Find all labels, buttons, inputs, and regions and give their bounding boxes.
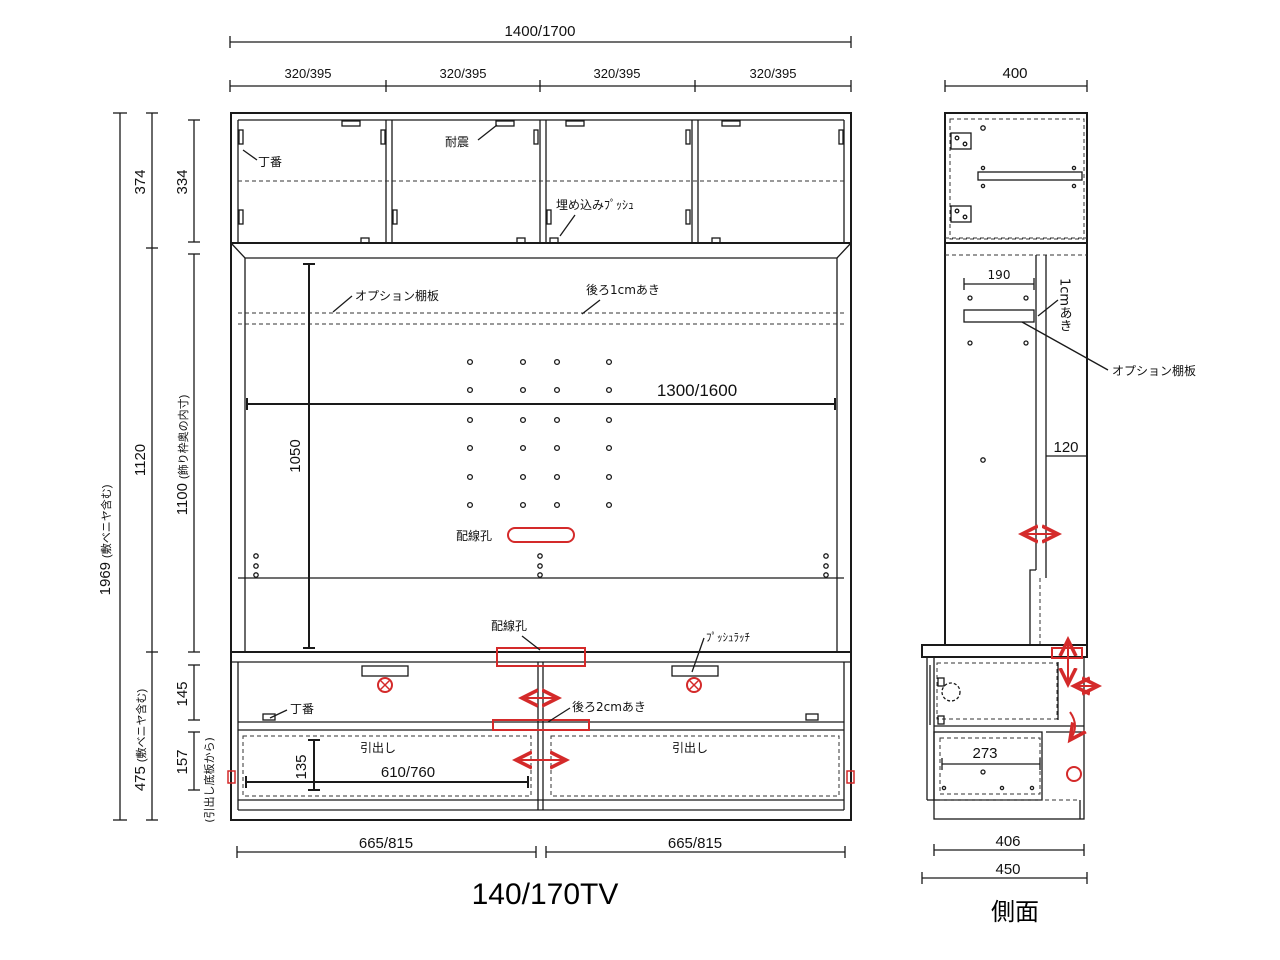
front-title: 140/170TV bbox=[472, 878, 619, 911]
hinge-label: 丁番 bbox=[258, 155, 282, 169]
side-offset-label: 120 bbox=[1053, 439, 1078, 456]
drawer-height: 157 bbox=[174, 749, 191, 774]
tv-opening-label: 1050 bbox=[287, 439, 304, 472]
side-depth-bottom: 450 bbox=[995, 861, 1020, 878]
drawer-label-2: 引出し bbox=[672, 741, 708, 755]
front-labels: 丁番 耐震 埋め込みﾌﾟｯｼｭ オプション棚板 後ろ1cmあき 配線孔 配線孔 … bbox=[242, 124, 750, 755]
inner-width-label: 1300/1600 bbox=[657, 381, 737, 400]
door-width-1: 320/395 bbox=[285, 66, 332, 81]
cable-hole-icon bbox=[507, 527, 575, 543]
cable-hole-rect-icon bbox=[496, 647, 586, 667]
cable-slot-icon bbox=[492, 719, 590, 731]
hinge-label-2: 丁番 bbox=[290, 702, 314, 716]
seismic-label: 耐震 bbox=[445, 135, 469, 149]
door-width-2: 320/395 bbox=[440, 66, 487, 81]
door-width-dimensions: 320/395 320/395 320/395 320/395 bbox=[229, 66, 852, 92]
height-dimensions: 1969(敷ベニヤ含む) 374 1120 475(敷ベニヤ含む) 334 11… bbox=[97, 112, 216, 823]
overall-width-label: 1400/1700 bbox=[505, 23, 576, 40]
back-gap-2-label: 後ろ2cmあき bbox=[572, 700, 646, 714]
drawer-width-1: 665/815 bbox=[359, 835, 413, 852]
push-latch-icon-2 bbox=[686, 677, 702, 693]
drawer-width-dimensions: 665/815 665/815 bbox=[236, 835, 846, 858]
cable-hole-label: 配線孔 bbox=[456, 528, 492, 543]
door-width-3: 320/395 bbox=[594, 66, 641, 81]
side-title: 側面 bbox=[991, 898, 1039, 926]
side-view: 400 190 1cmあき オプション棚板 bbox=[921, 65, 1196, 884]
upper-inner-height: 334 bbox=[174, 169, 191, 194]
side-option-shelf-label: オプション棚板 bbox=[1112, 363, 1196, 378]
shelf-depth: 190 bbox=[988, 268, 1011, 282]
push-label: 埋め込みﾌﾟｯｼｭ bbox=[556, 198, 634, 212]
lower-height: 475(敷ベニヤ含む) bbox=[132, 689, 149, 791]
back-gap-1-label: 後ろ1cmあき bbox=[586, 283, 660, 297]
middle-height: 1120 bbox=[132, 444, 149, 476]
push-latch-icon bbox=[377, 677, 393, 693]
option-shelf-label: オプション棚板 bbox=[355, 288, 439, 303]
side-depth-top: 400 bbox=[1002, 65, 1027, 82]
drawer-inner-height: 135 bbox=[293, 754, 310, 779]
door-width-4: 320/395 bbox=[750, 66, 797, 81]
side-drawer-depth: 273 bbox=[972, 745, 997, 762]
mount-holes bbox=[253, 358, 829, 578]
drawer-inner-width: 610/760 bbox=[381, 764, 435, 781]
flap-height: 145 bbox=[174, 681, 191, 706]
push-latch-label: ﾌﾟｯｼｭﾗｯﾁ bbox=[706, 631, 750, 644]
cable-hole-label-2: 配線孔 bbox=[491, 618, 527, 633]
drawer-label-1: 引出し bbox=[360, 741, 396, 755]
overall-width-dimension: 1400/1700 bbox=[229, 23, 852, 48]
total-height: 1969(敷ベニヤ含む) bbox=[97, 485, 114, 596]
upper-height: 374 bbox=[132, 169, 149, 194]
side-depth-mid: 406 bbox=[995, 833, 1020, 850]
side-gap-label: 1cmあき bbox=[1057, 278, 1072, 332]
drawer-height-note: (引出し底板から) bbox=[202, 737, 216, 823]
drawer-width-2: 665/815 bbox=[668, 835, 722, 852]
front-view: 1300/1600 1050 bbox=[227, 112, 855, 821]
middle-inner-height: 1100(飾り枠奥の内寸) bbox=[174, 395, 191, 516]
